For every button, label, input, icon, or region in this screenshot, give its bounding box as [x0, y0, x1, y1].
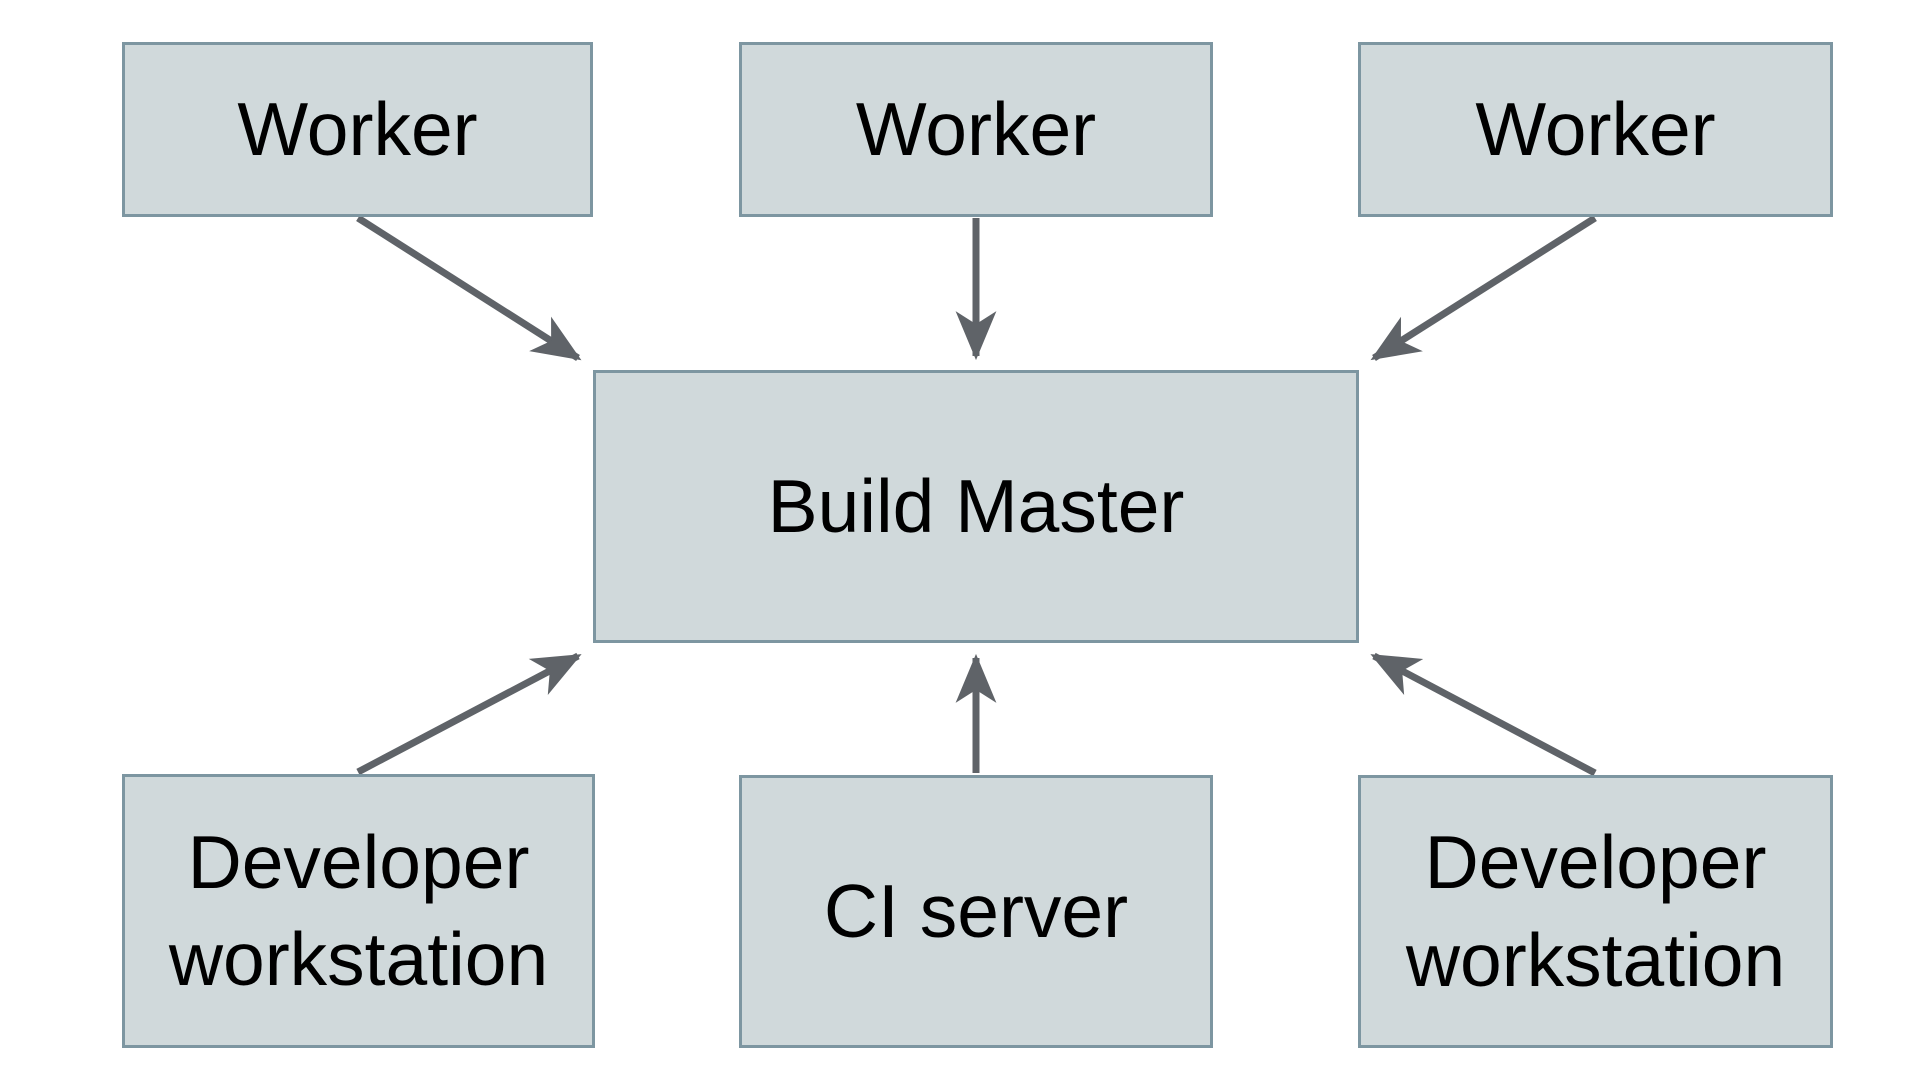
node-worker-2: Worker	[739, 42, 1213, 217]
arrow-developer-workstation1-to-build-master	[356, 652, 582, 776]
node-worker-1-label: Worker	[237, 86, 478, 171]
node-ci-server-label: CI server	[823, 868, 1129, 953]
node-developer-workstation-2-label: Developer workstation	[1405, 820, 1786, 1002]
node-build-master-label: Build Master	[767, 463, 1185, 548]
arrow-developer-workstation2-to-build-master	[1370, 652, 1597, 777]
node-developer-workstation-1: Developer workstation	[122, 774, 595, 1048]
node-worker-2-label: Worker	[855, 86, 1097, 171]
node-build-master: Build Master	[593, 370, 1359, 643]
node-developer-workstation-1-label: Developer workstation	[168, 819, 549, 1002]
arrow-worker1-to-build-master	[356, 215, 582, 361]
node-worker-3: Worker	[1358, 42, 1833, 217]
arrow-worker3-to-build-master	[1370, 215, 1597, 361]
node-worker-3-label: Worker	[1475, 86, 1716, 171]
node-worker-1: Worker	[122, 42, 593, 217]
node-developer-workstation-2: Developer workstation	[1358, 775, 1833, 1048]
node-ci-server: CI server	[739, 775, 1213, 1048]
